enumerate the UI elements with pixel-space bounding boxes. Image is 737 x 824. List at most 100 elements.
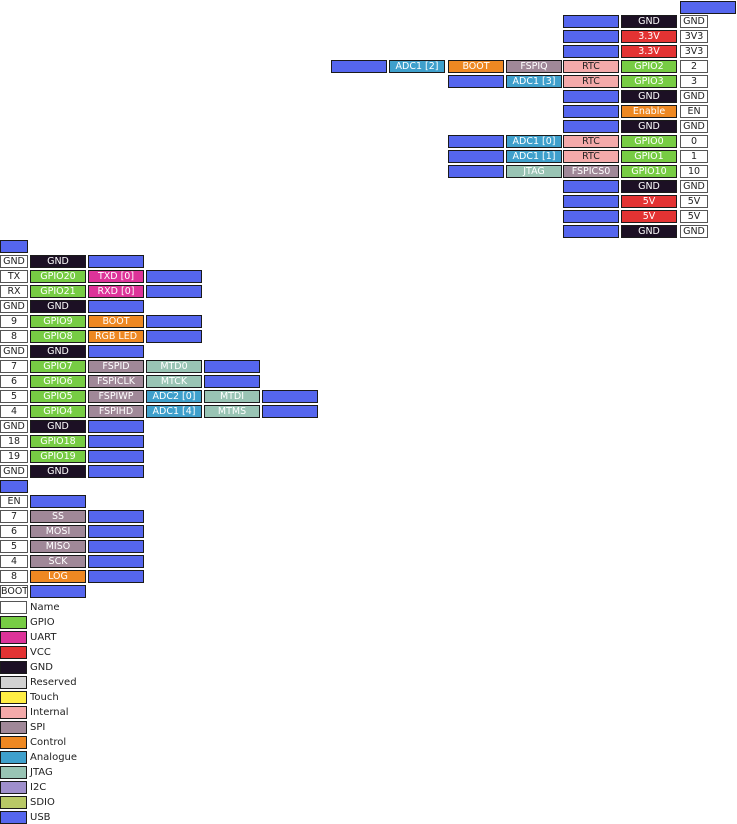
- left-usb-cell: [204, 375, 260, 388]
- right-pin-function: GPIO10: [621, 165, 677, 178]
- legend-label: Analogue: [30, 752, 78, 763]
- right-pin-label: GND: [680, 225, 708, 238]
- left-usb-cell: [88, 435, 144, 448]
- control-usb-cell: [88, 570, 144, 583]
- control-pin-label: 8: [0, 570, 28, 583]
- left-pin-function: BOOT: [88, 315, 144, 328]
- right-pin-label: 5V: [680, 210, 708, 223]
- right-pin-label: 10: [680, 165, 708, 178]
- legend-label: SPI: [30, 722, 46, 733]
- left-usb-cell: [88, 420, 144, 433]
- right-pin-function: FSPICS0: [563, 165, 619, 178]
- right-pin-function: GPIO3: [621, 75, 677, 88]
- right-usb-cell: [563, 225, 619, 238]
- right-pin-function: RTC: [563, 75, 619, 88]
- left-pin-label: RX: [0, 285, 28, 298]
- legend-swatch: [0, 616, 27, 629]
- right-usb-cell: [563, 105, 619, 118]
- left-usb-cell: [146, 315, 202, 328]
- control-top-usb: [0, 480, 28, 493]
- right-usb-cell: [563, 210, 619, 223]
- left-usb-cell: [88, 300, 144, 313]
- left-usb-cell: [262, 405, 318, 418]
- left-pin-label: TX: [0, 270, 28, 283]
- legend-swatch: [0, 691, 27, 704]
- right-pin-label: 5V: [680, 195, 708, 208]
- right-pin-function: ADC1 [2]: [389, 60, 445, 73]
- left-usb-cell: [146, 330, 202, 343]
- left-pin-function: MTMS: [204, 405, 260, 418]
- right-pin-function: GND: [621, 15, 677, 28]
- right-pin-label: GND: [680, 90, 708, 103]
- right-usb-cell: [563, 120, 619, 133]
- right-pin-label: 3V3: [680, 45, 708, 58]
- legend-label: VCC: [30, 647, 51, 658]
- right-pin-function: ADC1 [0]: [506, 135, 562, 148]
- right-pin-function: RTC: [563, 60, 619, 73]
- left-pin-label: 19: [0, 450, 28, 463]
- legend-label: GND: [30, 662, 53, 673]
- right-usb-cell: [563, 45, 619, 58]
- right-top-usb: [680, 1, 736, 14]
- left-pin-label: 9: [0, 315, 28, 328]
- left-pin-function: GPIO21: [30, 285, 86, 298]
- right-pin-label: 1: [680, 150, 708, 163]
- left-pin-function: RGB LED: [88, 330, 144, 343]
- left-pin-function: RXD [0]: [88, 285, 144, 298]
- left-usb-cell: [88, 465, 144, 478]
- legend-swatch: [0, 631, 27, 644]
- left-pin-function: GND: [30, 420, 86, 433]
- right-pin-function: ADC1 [3]: [506, 75, 562, 88]
- right-pin-function: 5V: [621, 210, 677, 223]
- left-pin-label: 8: [0, 330, 28, 343]
- right-pin-label: 3: [680, 75, 708, 88]
- left-pin-function: GPIO18: [30, 435, 86, 448]
- left-usb-cell: [204, 360, 260, 373]
- left-pin-label: GND: [0, 420, 28, 433]
- left-pin-function: GPIO9: [30, 315, 86, 328]
- control-pin-function: LOG: [30, 570, 86, 583]
- legend-label: Control: [30, 737, 67, 748]
- control-pin-label: BOOT: [0, 585, 28, 598]
- left-pin-function: FSPICLK: [88, 375, 144, 388]
- legend-swatch: [0, 796, 27, 809]
- left-usb-cell: [146, 270, 202, 283]
- left-pin-label: 5: [0, 390, 28, 403]
- left-pin-function: GPIO19: [30, 450, 86, 463]
- right-pin-function: BOOT: [448, 60, 504, 73]
- left-usb-cell: [88, 450, 144, 463]
- right-usb-cell: [448, 150, 504, 163]
- legend-label: SDIO: [30, 797, 55, 808]
- legend-label: GPIO: [30, 617, 55, 628]
- control-pin-label: 7: [0, 510, 28, 523]
- right-pin-function: 3.3V: [621, 45, 677, 58]
- legend-swatch: [0, 706, 27, 719]
- left-pin-function: GPIO4: [30, 405, 86, 418]
- legend-swatch: [0, 601, 27, 614]
- left-pin-function: GND: [30, 465, 86, 478]
- left-usb-cell: [88, 345, 144, 358]
- left-pin-function: FSPIHD: [88, 405, 144, 418]
- left-usb-cell: [146, 285, 202, 298]
- left-usb-cell: [262, 390, 318, 403]
- right-pin-function: FSPIQ: [506, 60, 562, 73]
- legend-label: USB: [30, 812, 51, 823]
- right-usb-cell: [563, 90, 619, 103]
- legend-swatch: [0, 781, 27, 794]
- legend-swatch: [0, 676, 27, 689]
- control-pin-function: MISO: [30, 540, 86, 553]
- right-usb-cell: [563, 30, 619, 43]
- right-pin-function: GPIO0: [621, 135, 677, 148]
- left-top-usb: [0, 240, 28, 253]
- right-pin-label: 3V3: [680, 30, 708, 43]
- left-pin-function: GPIO7: [30, 360, 86, 373]
- left-pin-label: 4: [0, 405, 28, 418]
- right-usb-cell: [563, 180, 619, 193]
- left-pin-label: GND: [0, 465, 28, 478]
- legend-label: I2C: [30, 782, 47, 793]
- right-pin-function: Enable: [621, 105, 677, 118]
- legend-label: UART: [30, 632, 57, 643]
- control-pin-label: 5: [0, 540, 28, 553]
- legend-swatch: [0, 736, 27, 749]
- left-pin-label: GND: [0, 300, 28, 313]
